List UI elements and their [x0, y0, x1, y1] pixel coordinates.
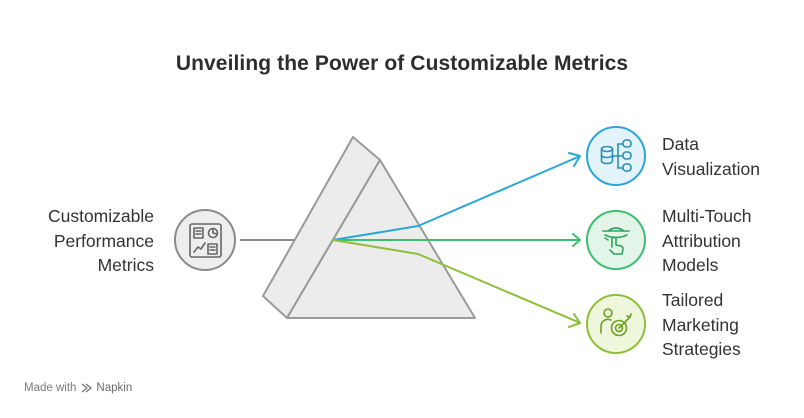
footer-prefix: Made with [24, 382, 77, 394]
ray-data-visualization [332, 156, 579, 241]
footer-brand: Napkin [96, 382, 133, 394]
person-target-icon [586, 294, 646, 354]
output-rays [332, 152, 581, 328]
output-label-line: Data [662, 134, 699, 154]
prism [262, 136, 476, 319]
output-label-data-visualization: Data Visualization [662, 132, 760, 181]
arrowhead-attribution-models [572, 233, 581, 247]
output-label-attribution-models: Multi-Touch Attribution Models [662, 204, 751, 278]
input-label: Customizable Performance Metrics [48, 204, 154, 278]
footer-attribution: Made with Napkin [24, 382, 132, 394]
input-label-line: Customizable [47, 206, 154, 226]
database-hierarchy-icon [586, 126, 646, 186]
output-label-line: Visualization [662, 158, 760, 179]
napkin-logo-icon [81, 383, 93, 393]
arrowhead-marketing-strategies [568, 313, 581, 328]
touch-drone-icon [586, 210, 646, 270]
input-label-line: Metrics [97, 255, 154, 275]
output-label-line: Tailored [662, 290, 724, 310]
output-label-marketing-strategies: Tailored Marketing Strategies [662, 288, 741, 362]
diagram-title: Unveiling the Power of Customizable Metr… [175, 52, 629, 75]
input-label-line: Performance [53, 230, 154, 251]
output-label-line: Models [662, 255, 719, 275]
output-label-line: Strategies [662, 339, 741, 359]
output-label-line: Multi-Touch [662, 206, 752, 226]
output-label-line: Attribution [662, 230, 741, 251]
ray-marketing-strategies [332, 239, 579, 323]
output-label-line: Marketing [662, 314, 739, 335]
arrowhead-data-visualization [568, 152, 581, 167]
dashboard-icon [174, 209, 236, 271]
